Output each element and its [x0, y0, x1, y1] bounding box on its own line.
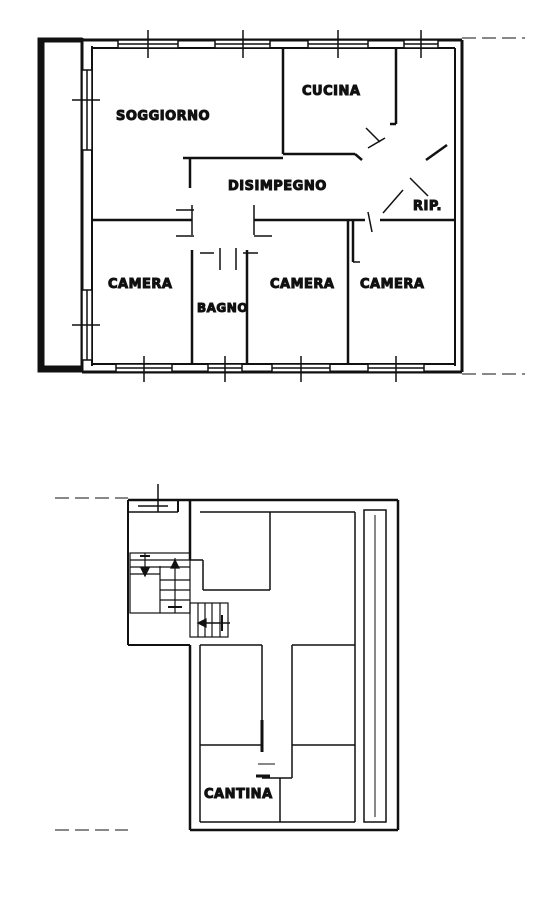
room-label-cucina: CUCINA — [302, 84, 360, 99]
door-marks — [256, 720, 270, 778]
east-strip — [363, 509, 387, 823]
room-label-soggiorno: SOGGIORNO — [116, 109, 210, 124]
room-label-bagno: BAGNO — [197, 301, 248, 315]
windows-north — [117, 30, 439, 58]
upper-floor-plan: SOGGIORNO CUCINA DISIMPEGNO RIP. CAMERA … — [37, 30, 525, 382]
cantine-partitions — [190, 512, 355, 822]
windows-west — [72, 69, 100, 361]
bottom-left-wall — [37, 365, 83, 373]
lower-floor-plan: CANTINA — [55, 484, 400, 832]
door-symbols — [176, 127, 429, 270]
room-label-disimpegno: DISIMPEGNO — [228, 179, 327, 194]
staircase — [129, 552, 230, 638]
room-label-camera-right: CAMERA — [360, 277, 425, 292]
room-label-cantina: CANTINA — [204, 787, 273, 802]
room-label-camera-middle: CAMERA — [270, 277, 335, 292]
top-left-wall — [37, 37, 83, 43]
room-label-camera-left: CAMERA — [108, 277, 173, 292]
interior-walls — [92, 48, 455, 364]
vent-mark — [138, 484, 170, 512]
windows-south — [115, 356, 425, 382]
room-label-ripostiglio: RIP. — [413, 199, 442, 214]
left-wall — [37, 37, 45, 373]
